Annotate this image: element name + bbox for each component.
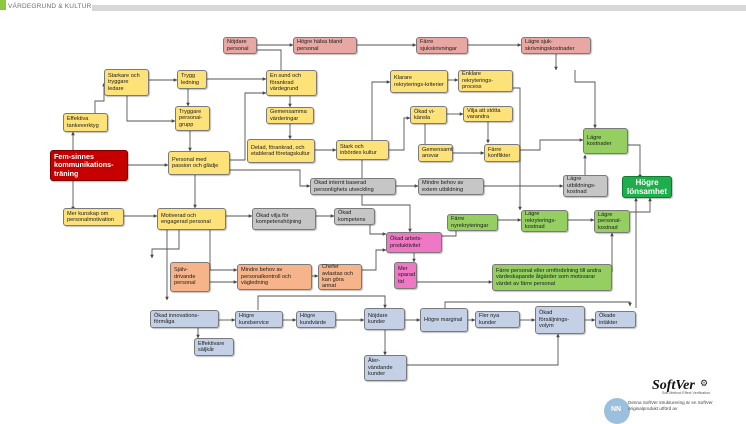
seal-icon: NN [604, 398, 630, 424]
node-starkare-ledare[interactable]: Starkare och tryggare ledare [104, 69, 149, 96]
node-stark-kultur[interactable]: Stark och inbördes kultur [336, 140, 389, 160]
node-lagre-kostnader[interactable]: Lägre kostnader [583, 128, 628, 154]
node-innovationsformaga[interactable]: Ökad innovations-förmåga [150, 310, 219, 328]
node-okade-intakter[interactable]: Ökade intäkter [595, 311, 636, 328]
gear-icon: ⚙ [700, 378, 709, 388]
node-farre-nyrekryteringar[interactable]: Färre nyrekryteringar [447, 214, 498, 231]
node-personal-passion[interactable]: Personal med passion och glädje [168, 151, 230, 175]
node-sjalvdrivande-personal[interactable]: Själv-drivande personal [170, 262, 210, 292]
softver-wordmark: SoftVer [652, 378, 695, 393]
node-okad-vi-kansla[interactable]: Ökad vi-känsla [410, 106, 447, 124]
node-vilja-stotta[interactable]: Vilja att stötta varandra [463, 106, 513, 122]
node-lagre-utbildningskostnad[interactable]: Lägre utbildnings-kostnad [563, 175, 608, 197]
node-motiverad-personal[interactable]: Motiverad och engagerad personal [157, 208, 226, 230]
node-gemensamt-ansvar[interactable]: Gemensamt ansvar [418, 144, 453, 162]
node-hogre-kundservice[interactable]: Högre kundservice [235, 311, 283, 328]
node-mindre-extern-utbildning[interactable]: Mindre behov av extern utbildning [418, 178, 484, 195]
node-farre-personal[interactable]: Färre personal eller omfördelning till a… [492, 264, 612, 291]
header-rule [92, 5, 746, 11]
node-okad-kompetens[interactable]: Ökad kompetens [334, 208, 375, 225]
node-arbetsproduktivitet[interactable]: Ökad arbets-produktivitet [386, 232, 442, 253]
node-hogre-marginal[interactable]: Högre marginal [420, 308, 468, 332]
node-farre-sjukskrivningar[interactable]: Färre sjukskrivningar [416, 37, 468, 54]
node-atervandande-kunder[interactable]: Åter-vändande kunder [364, 355, 407, 381]
node-effektivare-saljkar[interactable]: Effektivare säljkår [194, 338, 234, 356]
node-kunskap-personalmotivation[interactable]: Mer kunskap om personalmotivation [63, 208, 124, 226]
softver-logo: SoftVer Soft Method Effect Verification [652, 376, 724, 395]
node-trygg-ledning[interactable]: Trygg ledning [177, 70, 207, 89]
node-hogre-kundvarde[interactable]: Högre kundvärde [296, 311, 336, 328]
node-nojdare-kunder[interactable]: Nöjdare kunder [364, 308, 405, 330]
node-klarare-rekryteringskriterier[interactable]: Klarare rekryterings-kriterier [390, 70, 448, 93]
brand-name: VÄRDEGRUND & KULTUR [8, 3, 92, 10]
node-lagre-sjukskrivningskostnader[interactable]: Lägre sjuk-skrivningskostnader [521, 37, 591, 54]
node-vilja-kompetenshojning[interactable]: Ökad vilja för kompetenshöjning [252, 208, 316, 230]
node-sund-vardegrund[interactable]: En sund och förankrad värdegrund [266, 70, 317, 96]
node-chefer-avlastas[interactable]: Chefer avlastas och kan göra annat [318, 264, 362, 290]
node-internt-personlighetsutveckling[interactable]: Ökad internt baserad personlighets utvec… [310, 178, 396, 195]
node-delad-foretagskultur[interactable]: Delad, förankrad, och etablerad företags… [247, 139, 315, 163]
node-okad-forsaljningsvolym[interactable]: Ökad försäljnings-volym [535, 306, 585, 334]
brand-logo-icon [0, 0, 6, 10]
node-farre-konflikter[interactable]: Färre konflikter [484, 144, 520, 162]
node-tryggare-personalgrupp[interactable]: Tryggare personal-grupp [175, 106, 210, 131]
node-nojdare-personal[interactable]: Nöjdare personal [223, 37, 257, 54]
node-enklare-rekryteringsprocess[interactable]: Enklare rekryterings-process [458, 70, 513, 92]
node-gemensamma-varderingar[interactable]: Gemensamma värderingar [266, 107, 314, 124]
node-hogre-halsa[interactable]: Högre hälsa bland personal [293, 37, 357, 54]
node-mindre-personalkontroll[interactable]: Mindre behov av personalkontroll och väg… [237, 264, 312, 290]
softver-tagline: Soft Method Effect Verification [662, 391, 711, 395]
node-fem-sinnes-training[interactable]: Fem-sinnes kommunikations-träning [50, 150, 128, 181]
node-hogre-lonsamhet[interactable]: Högre lönsamhet [622, 176, 672, 198]
node-fler-nya-kunder[interactable]: Fler nya kunder [475, 311, 520, 328]
credit-text: Denna SoftVer strukturering är en SoftVe… [628, 400, 713, 411]
node-lagre-personalkostnad[interactable]: Lägre personal-kostnad [594, 210, 630, 233]
node-lagre-rekryteringskostnad[interactable]: Lägre rekryterings-kostnad [521, 210, 568, 232]
node-mer-sparad-tid[interactable]: Mer sparad tid [394, 262, 417, 289]
node-effektiva-tankeverktyg[interactable]: Effektiva tankeverktyg [63, 113, 108, 132]
header-bar: VÄRDEGRUND & KULTUR [0, 0, 746, 16]
